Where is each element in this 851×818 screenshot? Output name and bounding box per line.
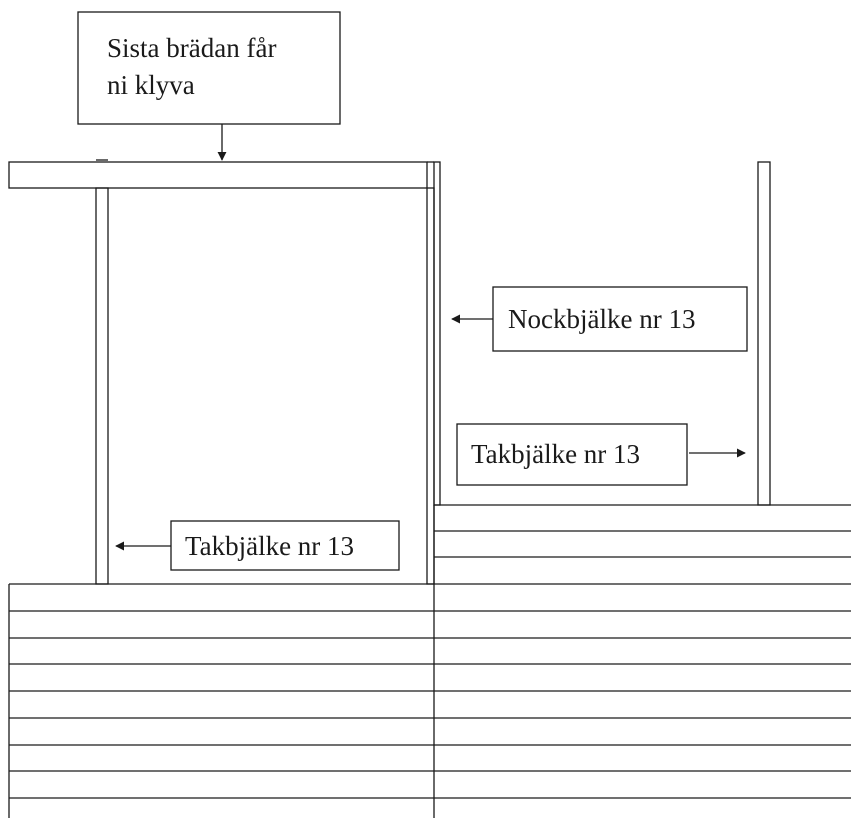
last-board xyxy=(8,161,428,189)
ridge-beam-right-part xyxy=(433,161,441,506)
last-board-label-line2: ni klyva xyxy=(107,70,195,100)
right-roof-beam xyxy=(757,161,771,506)
left-roof-beam xyxy=(95,187,109,585)
lower-boards xyxy=(8,505,851,818)
ridge-beam-label: Nockbjälke nr 13 xyxy=(508,304,695,334)
right-roof-beam-label-box xyxy=(456,423,688,486)
ridge-beam xyxy=(426,187,435,585)
right-roof-beam-label: Takbjälke nr 13 xyxy=(471,439,640,469)
right-boards xyxy=(434,504,851,585)
last-board-label-box xyxy=(77,11,341,125)
last-board-label-line1: Sista brädan får xyxy=(107,33,276,63)
left-roof-beam-label: Takbjälke nr 13 xyxy=(185,531,354,561)
